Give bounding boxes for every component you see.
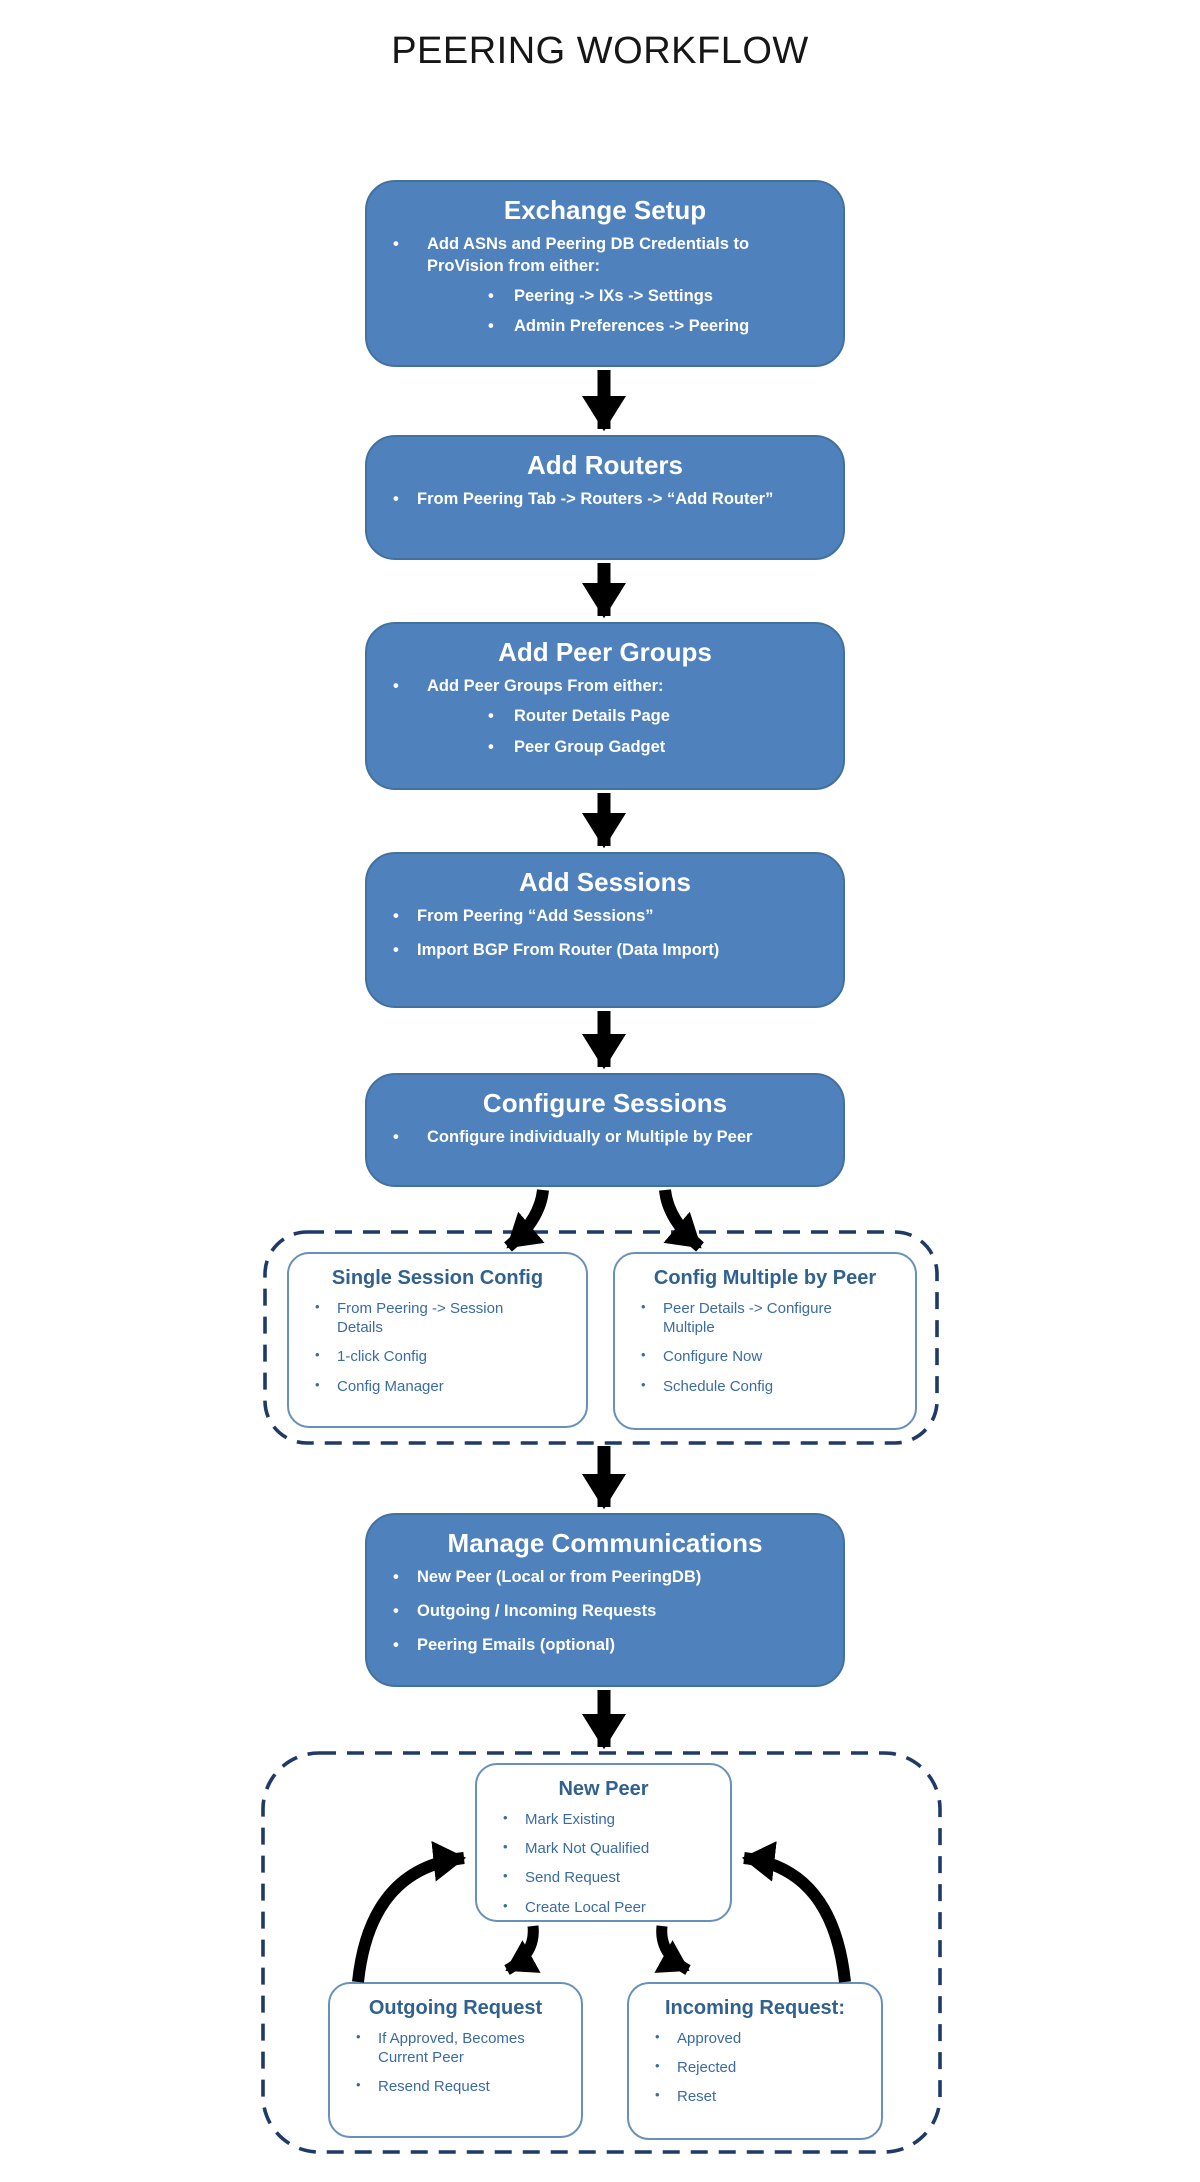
bullet-item: Peering Emails (optional) <box>389 1635 788 1657</box>
bullet-item: Peer Group Gadget <box>482 737 788 759</box>
bullet-item: Approved <box>653 2029 845 2048</box>
bullet-item: If Approved, Becomes Current Peer <box>354 2029 545 2067</box>
sub-bullet-list: Router Details Page Peer Group Gadget <box>482 706 788 759</box>
subbox-config-multiple-by-peer: Config Multiple by Peer Peer Details -> … <box>613 1252 917 1430</box>
arrow-configure-to-multiple-icon <box>659 1189 704 1252</box>
bullet-item: From Peering “Add Sessions” <box>389 906 788 928</box>
flow-box-add-peer-groups: Add Peer Groups Add Peer Groups From eit… <box>365 622 845 790</box>
bullet-item: Send Request <box>501 1868 722 1887</box>
arrow-configure-to-single-icon <box>504 1189 549 1252</box>
bullet-item: Reset <box>653 2087 845 2106</box>
flow-box-add-sessions: Add Sessions From Peering “Add Sessions”… <box>365 852 845 1008</box>
subbox-incoming-request: Incoming Request: Approved Rejected Rese… <box>627 1982 883 2140</box>
bullet-list: Mark Existing Mark Not Qualified Send Re… <box>477 1810 730 1917</box>
box-title: Add Sessions <box>519 867 691 897</box>
bullet-item: Add Peer Groups From either: Router Deta… <box>389 676 788 758</box>
bullet-list: Configure individually or Multiple by Pe… <box>367 1127 843 1149</box>
bullet-list: Approved Rejected Reset <box>629 2029 881 2107</box>
bullet-item: From Peering -> Session Details <box>313 1299 550 1337</box>
box-title: Add Peer Groups <box>498 637 712 667</box>
bullet-item: Configure Now <box>639 1347 879 1366</box>
subbox-title: Single Session Config <box>331 1267 544 1289</box>
bullet-item: Configure individually or Multiple by Pe… <box>389 1127 788 1149</box>
arrow-outgoing-to-new-peer-icon <box>352 1840 467 1983</box>
bullet-item: Create Local Peer <box>501 1898 722 1917</box>
bullet-list: Peer Details -> Configure Multiple Confi… <box>615 1299 915 1396</box>
bullet-item: Resend Request <box>354 2077 545 2096</box>
box-title: Add Routers <box>527 450 683 480</box>
bullet-item: From Peering Tab -> Routers -> “Add Rout… <box>389 489 788 511</box>
bullet-text: Add ASNs and Peering DB Credentials to P… <box>427 235 750 275</box>
flow-box-manage-communications: Manage Communications New Peer (Local or… <box>365 1513 845 1687</box>
subbox-title: Outgoing Request <box>368 1997 543 2019</box>
subbox-new-peer: New Peer Mark Existing Mark Not Qualifie… <box>475 1763 732 1922</box>
bullet-item: Peer Details -> Configure Multiple <box>639 1299 879 1337</box>
bullet-item: Admin Preferences -> Peering <box>482 316 788 338</box>
flow-box-exchange-setup: Exchange Setup Add ASNs and Peering DB C… <box>365 180 845 367</box>
bullet-list: If Approved, Becomes Current Peer Resend… <box>330 2029 581 2097</box>
bullet-item: Import BGP From Router (Data Import) <box>389 940 788 962</box>
subbox-single-session-config: Single Session Config From Peering -> Se… <box>287 1252 588 1428</box>
arrow-new-peer-to-outgoing-icon <box>504 1925 541 1975</box>
bullet-text: Add Peer Groups From either: <box>427 677 664 695</box>
arrow-incoming-to-new-peer-icon <box>741 1841 851 1983</box>
bullet-list: From Peering Tab -> Routers -> “Add Rout… <box>367 489 843 511</box>
bullet-item: Mark Existing <box>501 1810 722 1829</box>
page-title: PEERING WORKFLOW <box>391 30 809 72</box>
sub-bullet-list: Peering -> IXs -> Settings Admin Prefere… <box>482 286 788 339</box>
bullet-list: Add Peer Groups From either: Router Deta… <box>367 676 843 758</box>
subbox-title: Config Multiple by Peer <box>653 1267 877 1289</box>
box-title: Manage Communications <box>447 1528 763 1558</box>
bullet-item: Mark Not Qualified <box>501 1839 722 1858</box>
bullet-list: Add ASNs and Peering DB Credentials to P… <box>367 234 843 338</box>
bullet-list: From Peering “Add Sessions” Import BGP F… <box>367 906 843 962</box>
bullet-item: 1-click Config <box>313 1347 550 1366</box>
bullet-item: New Peer (Local or from PeeringDB) <box>389 1567 788 1589</box>
subbox-title: New Peer <box>558 1778 649 1800</box>
bullet-item: Rejected <box>653 2058 845 2077</box>
bullet-item: Router Details Page <box>482 706 788 728</box>
bullet-item: Schedule Config <box>639 1377 879 1396</box>
bullet-item: Outgoing / Incoming Requests <box>389 1601 788 1623</box>
subbox-outgoing-request: Outgoing Request If Approved, Becomes Cu… <box>328 1982 583 2138</box>
bullet-item: Peering -> IXs -> Settings <box>482 286 788 308</box>
bullet-item: Add ASNs and Peering DB Credentials to P… <box>389 234 788 338</box>
flow-box-configure-sessions: Configure Sessions Configure individuall… <box>365 1073 845 1187</box>
bullet-list: From Peering -> Session Details 1-click … <box>289 1299 586 1396</box>
bullet-list: New Peer (Local or from PeeringDB) Outgo… <box>367 1567 843 1656</box>
flow-box-add-routers: Add Routers From Peering Tab -> Routers … <box>365 435 845 560</box>
box-title: Configure Sessions <box>482 1088 728 1118</box>
arrow-new-peer-to-incoming-icon <box>654 1925 691 1975</box>
box-title: Exchange Setup <box>503 195 707 225</box>
subbox-title: Incoming Request: <box>664 1997 845 2019</box>
bullet-item: Config Manager <box>313 1377 550 1396</box>
